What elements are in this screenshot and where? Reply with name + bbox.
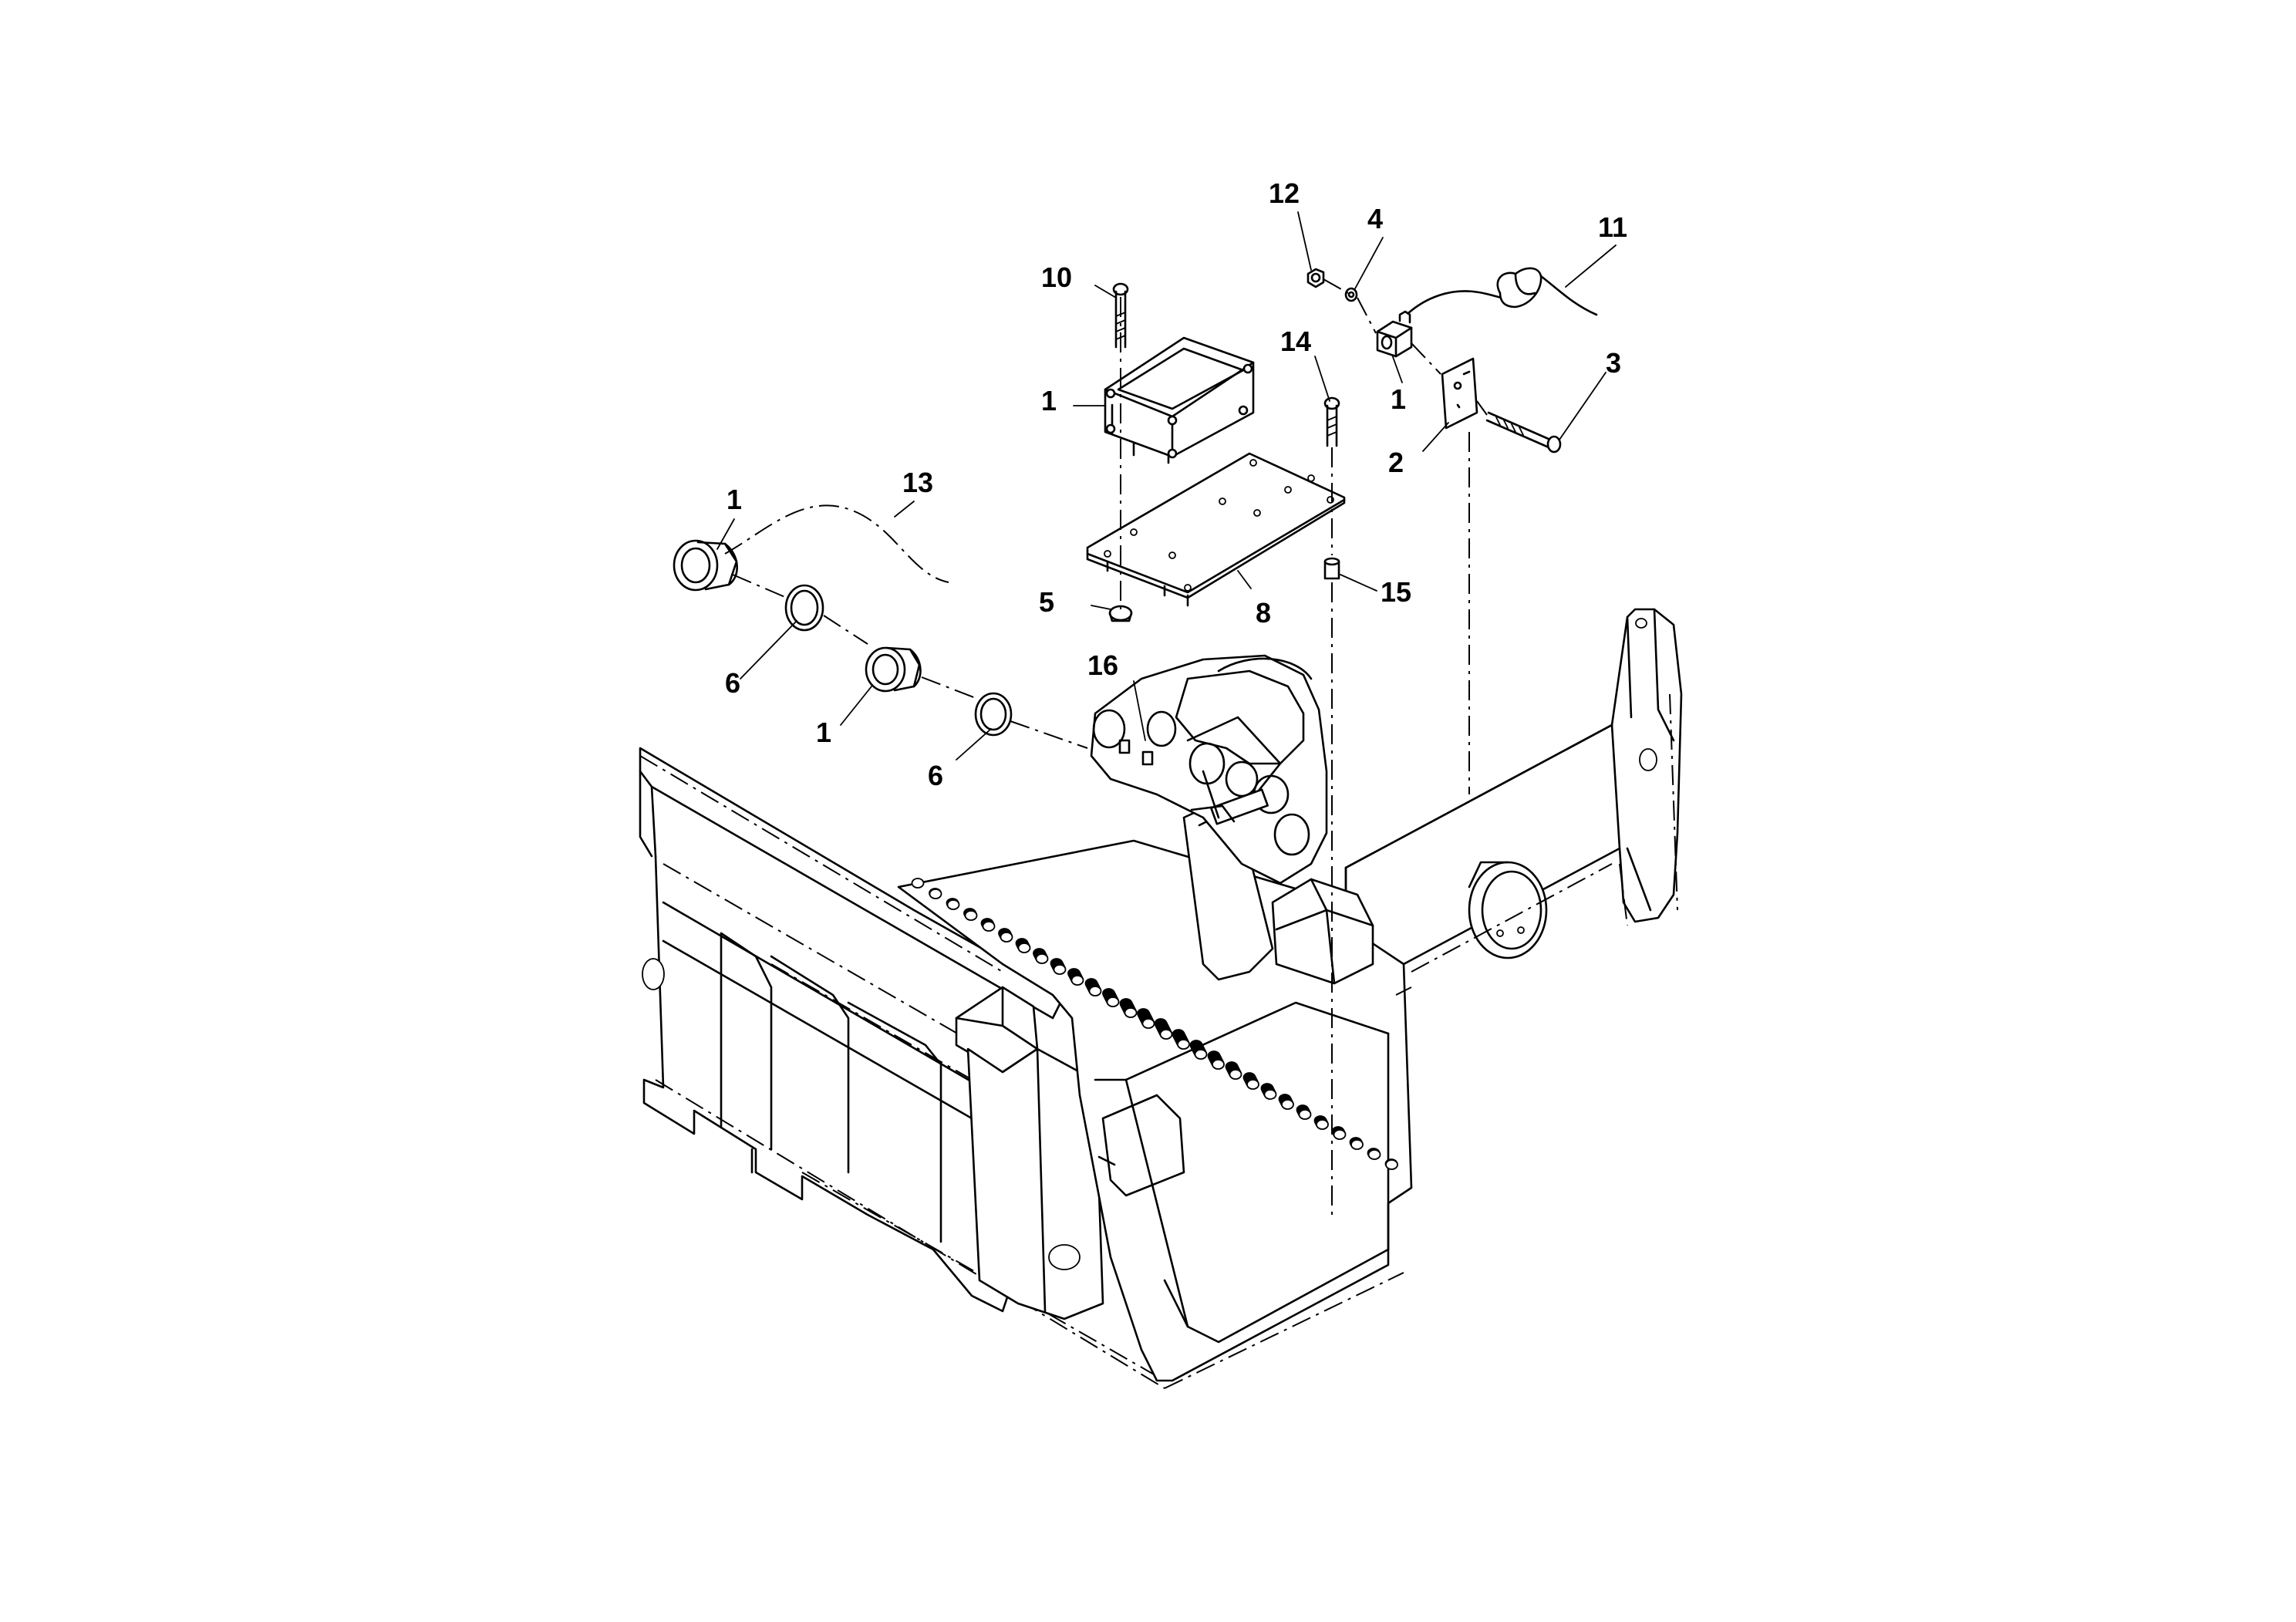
deck-hole xyxy=(1000,932,1013,943)
deck-perforation xyxy=(911,878,1398,1170)
nut-5 xyxy=(1108,605,1133,622)
deck-hole xyxy=(1298,1109,1312,1120)
callout-14: 14 xyxy=(1280,325,1311,357)
steering-column xyxy=(1090,654,1374,985)
deck-hole xyxy=(964,910,978,921)
deck-hole xyxy=(982,921,996,932)
callout-13: 13 xyxy=(902,467,933,498)
deck-hole xyxy=(1017,943,1031,953)
callout-1-upper-light: 1 xyxy=(727,484,742,515)
deck-hole xyxy=(1281,1099,1294,1110)
callout-16: 16 xyxy=(1087,649,1118,681)
deck-hole xyxy=(1246,1079,1259,1090)
callout-5: 5 xyxy=(1039,586,1054,618)
callout-6-upper-ring: 6 xyxy=(725,667,740,699)
leader-lines xyxy=(716,211,1617,760)
callout-6-lower-ring: 6 xyxy=(928,760,943,791)
bolt-3 xyxy=(1485,411,1562,454)
mounting-plate xyxy=(1086,452,1346,599)
deck-hole xyxy=(1229,1069,1242,1080)
callout-10: 10 xyxy=(1041,261,1072,293)
cable-clip-11 xyxy=(1407,267,1598,316)
deck-hole xyxy=(1035,953,1049,964)
switch-1 xyxy=(1376,310,1413,358)
bolt-14 xyxy=(1323,396,1340,447)
deck-hole xyxy=(911,878,925,889)
callout-15: 15 xyxy=(1381,576,1411,608)
control-box-assembly xyxy=(1086,282,1346,1215)
spacer-15 xyxy=(1323,557,1340,580)
callout-3: 3 xyxy=(1606,347,1621,379)
deck-hole xyxy=(1088,986,1102,996)
callout-1-lower-light: 1 xyxy=(816,717,831,748)
marker-lights xyxy=(673,504,1088,749)
callout-2: 2 xyxy=(1388,447,1404,478)
callout-11: 11 xyxy=(1598,211,1627,243)
deck-hole xyxy=(1159,1029,1173,1040)
deck-hole xyxy=(1070,975,1084,986)
rear-axle-beam xyxy=(1344,608,1683,996)
deck-hole xyxy=(1385,1159,1398,1170)
deck-hole xyxy=(1367,1149,1381,1160)
nut-12 xyxy=(1306,268,1325,288)
deck-hole xyxy=(1177,1039,1190,1050)
deck-hole xyxy=(929,889,942,899)
callout-8: 8 xyxy=(1256,597,1271,629)
deck-hole xyxy=(1053,964,1067,975)
deck-hole xyxy=(1124,1007,1138,1018)
machine-frame xyxy=(639,747,1404,1389)
deck-hole xyxy=(1263,1089,1277,1100)
switch-assembly xyxy=(1306,267,1598,794)
deck-hole xyxy=(1316,1119,1329,1130)
deck-hole xyxy=(1141,1018,1155,1029)
deck-hole xyxy=(1333,1129,1347,1140)
callout-1-switch: 1 xyxy=(1391,383,1406,415)
deck-hole xyxy=(1350,1139,1364,1150)
callout-12: 12 xyxy=(1269,177,1300,209)
deck-hole xyxy=(1194,1049,1208,1060)
deck-hole xyxy=(1212,1059,1225,1070)
work-light-upper xyxy=(673,539,738,592)
washer-4 xyxy=(1344,287,1358,302)
deck-hole xyxy=(946,899,960,910)
callout-1-junction-box: 1 xyxy=(1041,385,1057,416)
callout-4: 4 xyxy=(1367,203,1383,234)
wire-harness xyxy=(724,504,949,583)
work-light-lower xyxy=(865,646,922,693)
deck-hole xyxy=(1106,996,1120,1007)
bracket-plate-2 xyxy=(1441,357,1478,430)
callout-labels: 12 4 11 10 14 3 1 1 2 13 1 5 8 15 16 6 1… xyxy=(725,177,1627,791)
